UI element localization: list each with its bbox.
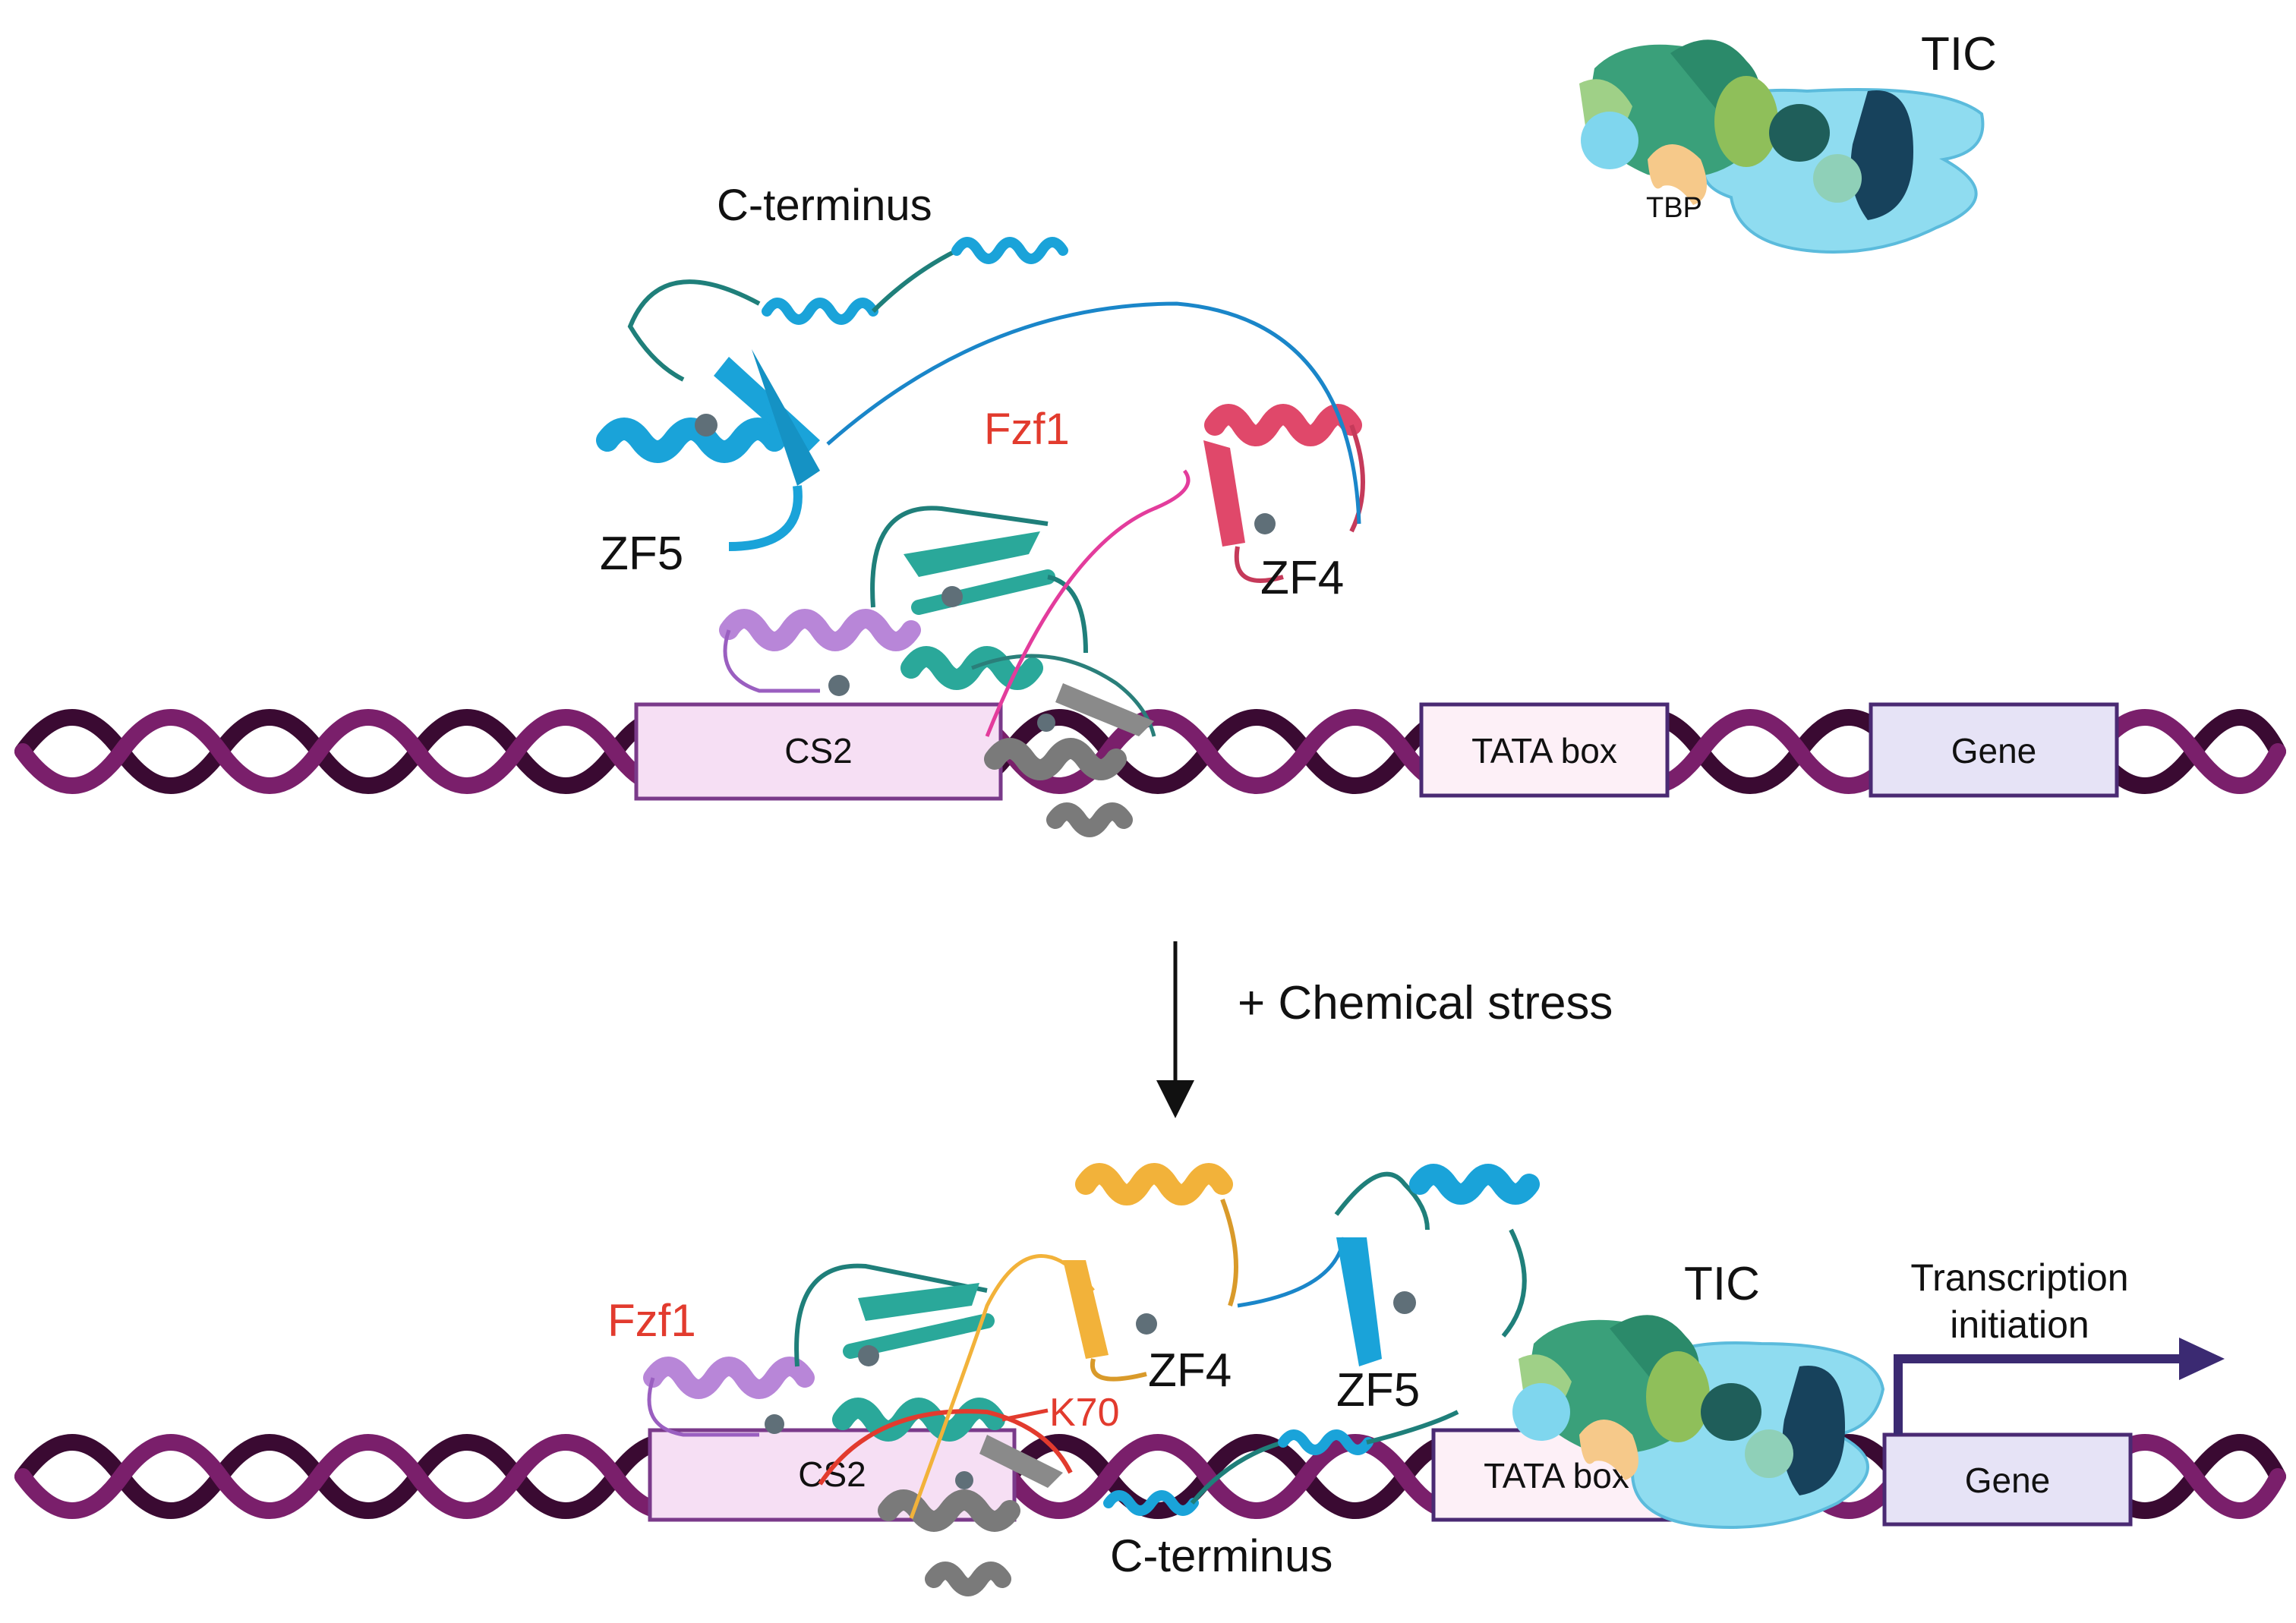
- zinc-finger-3-bottom: [878, 1435, 1063, 1596]
- cs2-box-bottom: CS2: [648, 1428, 1017, 1522]
- tic-complex-top: TIC TBP: [1579, 28, 1997, 254]
- zinc-ion-2: [941, 586, 963, 607]
- zinc-finger-5-bottom: [1334, 1164, 1540, 1366]
- zinc-ion-1: [765, 1414, 784, 1434]
- linker-pink-top: [985, 469, 1191, 737]
- c-terminus-label-bottom: C-terminus: [1110, 1530, 1332, 1581]
- zinc-ion-4: [1254, 513, 1276, 534]
- zinc-ion-5: [1393, 1291, 1416, 1314]
- fzf1-label-bottom: Fzf1: [607, 1295, 696, 1346]
- k70-pointer: [1001, 1408, 1049, 1422]
- tic-label-top: TIC: [1921, 28, 1997, 80]
- zf5-label-bottom: ZF5: [1336, 1364, 1420, 1417]
- c-terminus-label-top: C-terminus: [717, 181, 932, 230]
- transcription-initiation-arrow: Transcription initiation: [1894, 1256, 2225, 1435]
- zinc-ion-2: [858, 1345, 879, 1366]
- zinc-finger-3-top: [971, 654, 1156, 837]
- zinc-ion-1: [828, 675, 850, 696]
- cs2-label: CS2: [784, 731, 852, 771]
- cs2-box-top: CS2: [634, 702, 1003, 801]
- tic-complex-bottom: TIC: [1512, 1258, 1885, 1529]
- tata-label: TATA box: [1471, 731, 1617, 771]
- zinc-finger-4-top: [1203, 404, 1365, 583]
- k70-label: K70: [1049, 1391, 1120, 1435]
- linker-blue-bottom: [1237, 1237, 1346, 1308]
- fzf1-label-top: Fzf1: [984, 405, 1070, 454]
- gene-box-top: Gene: [1869, 702, 2119, 798]
- k70-backbone: [818, 1409, 1073, 1486]
- transcription-line2: initiation: [1950, 1303, 2089, 1346]
- linker-orange-bottom: [909, 1254, 1095, 1519]
- cs2-label: CS2: [798, 1454, 866, 1494]
- c-terminus-helix-top: [762, 237, 1068, 325]
- bottom-panel: CS2 TATA box Gene: [14, 1163, 2286, 1596]
- linker-blue-top: [826, 301, 1361, 525]
- zinc-finger-5-top: [596, 279, 820, 551]
- zf5-label-top: ZF5: [600, 528, 683, 580]
- zinc-ion-4: [1136, 1313, 1157, 1335]
- zf4-label-top: ZF4: [1260, 552, 1344, 604]
- c-terminus-helix-bottom: [1103, 1410, 1459, 1516]
- tic-label-bottom: TIC: [1684, 1258, 1760, 1310]
- gene-label: Gene: [1951, 731, 2037, 771]
- chemical-stress-label: + Chemical stress: [1238, 977, 1613, 1029]
- stress-transition: + Chemical stress: [1156, 941, 1613, 1118]
- zinc-finger-1-bottom: [643, 1357, 815, 1437]
- zinc-finger-2-bottom: [794, 1263, 1005, 1442]
- zinc-finger-1-top: [719, 609, 921, 696]
- tata-box-top: TATA box: [1419, 702, 1670, 798]
- zinc-ion-3: [955, 1471, 973, 1489]
- gene-box-bottom: Gene: [1882, 1432, 2133, 1527]
- zinc-ion-3: [1037, 714, 1055, 732]
- zf4-label-bottom: ZF4: [1148, 1344, 1232, 1397]
- gene-label: Gene: [1965, 1461, 2051, 1500]
- tata-label: TATA box: [1484, 1456, 1629, 1495]
- zinc-finger-2-top: [870, 506, 1088, 690]
- top-panel: CS2 TATA box Gene: [14, 28, 2286, 837]
- tbp-label-top: TBP: [1646, 192, 1702, 224]
- zinc-ion-5: [695, 414, 718, 436]
- zinc-finger-4-bottom: [1063, 1163, 1238, 1382]
- transcription-line1: Transcription: [1910, 1256, 2128, 1299]
